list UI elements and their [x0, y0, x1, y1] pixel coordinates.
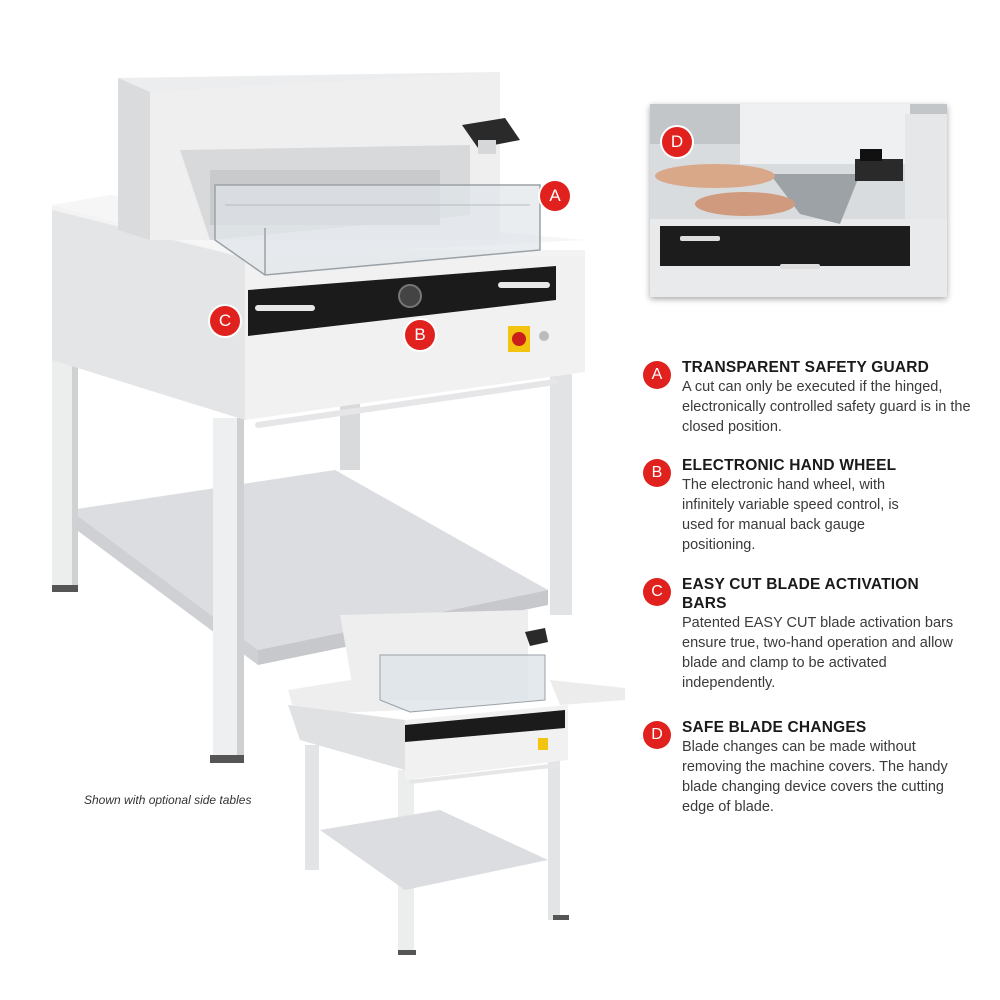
feature-description: Blade changes can be made without removi…	[682, 739, 948, 815]
feature-item: C EASY CUT BLADE ACTIVATION BARS Patente…	[643, 575, 983, 693]
image-caption: Shown with optional side tables	[84, 793, 252, 807]
feature-badge: C	[643, 578, 671, 606]
paper-cutter-large-illustration	[52, 72, 585, 763]
callout-badge-d: D	[662, 127, 692, 157]
feature-item: B ELECTRONIC HAND WHEEL The electronic h…	[643, 456, 983, 555]
callout-badge-a: A	[540, 181, 570, 211]
feature-title: TRANSPARENT SAFETY GUARD	[682, 359, 930, 376]
callout-badge-c: C	[210, 306, 240, 336]
feature-description: A cut can only be executed if the hinged…	[682, 379, 971, 435]
feature-title: EASY CUT BLADE ACTIVATION BARS	[682, 576, 919, 612]
feature-title: SAFE BLADE CHANGES	[682, 719, 867, 736]
feature-badge: B	[643, 459, 671, 487]
feature-title: ELECTRONIC HAND WHEEL	[682, 457, 897, 474]
feature-badge: D	[643, 721, 671, 749]
feature-badge: A	[643, 361, 671, 389]
feature-item: D SAFE BLADE CHANGES Blade changes can b…	[643, 718, 983, 817]
feature-item: A TRANSPARENT SAFETY GUARD A cut can onl…	[643, 358, 983, 437]
feature-description: The electronic hand wheel, with infinite…	[682, 477, 899, 553]
feature-description: Patented EASY CUT blade activation bars …	[682, 615, 954, 691]
callout-badge-b: B	[405, 320, 435, 350]
blade-change-inset-photo	[650, 104, 947, 297]
